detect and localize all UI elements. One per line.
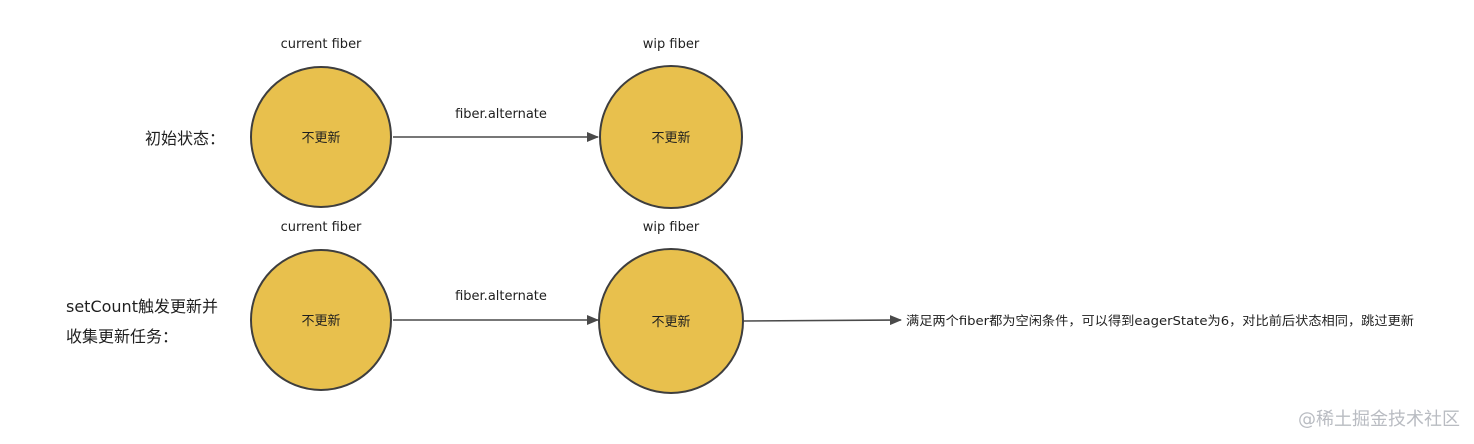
current-fiber-node xyxy=(250,66,392,208)
watermark: @稀土掘金技术社区 xyxy=(1298,409,1460,430)
row-label-initial: 初始状态： xyxy=(145,129,225,148)
wip-fiber-title: wip fiber xyxy=(643,37,700,52)
wip-fiber-node xyxy=(599,65,743,209)
wip-fiber-node xyxy=(598,248,744,394)
wip-fiber-label: 不更新 xyxy=(651,314,690,330)
current-fiber-title: current fiber xyxy=(281,37,362,52)
current-fiber-label: 不更新 xyxy=(301,130,340,146)
current-fiber-title: current fiber xyxy=(281,220,362,235)
row-label-setcount-line2: 收集更新任务： xyxy=(66,327,178,346)
wip-fiber-label: 不更新 xyxy=(651,130,690,146)
alternate-arrow-label: fiber.alternate xyxy=(455,289,547,304)
alternate-arrow-label: fiber.alternate xyxy=(455,107,547,122)
row-setcount-update: setCount触发更新并 收集更新任务： current fiber 不更新 … xyxy=(66,220,1414,394)
current-fiber-label: 不更新 xyxy=(301,313,340,329)
row-initial-state: 初始状态： current fiber 不更新 fiber.alternate … xyxy=(145,37,743,209)
wip-fiber-title: wip fiber xyxy=(643,220,700,235)
result-note: 满足两个fiber都为空闲条件，可以得到eagerState为6，对比前后状态相… xyxy=(906,313,1414,328)
current-fiber-node xyxy=(250,249,392,391)
row-label-setcount-line1: setCount触发更新并 xyxy=(66,297,218,316)
result-arrow xyxy=(743,315,902,326)
